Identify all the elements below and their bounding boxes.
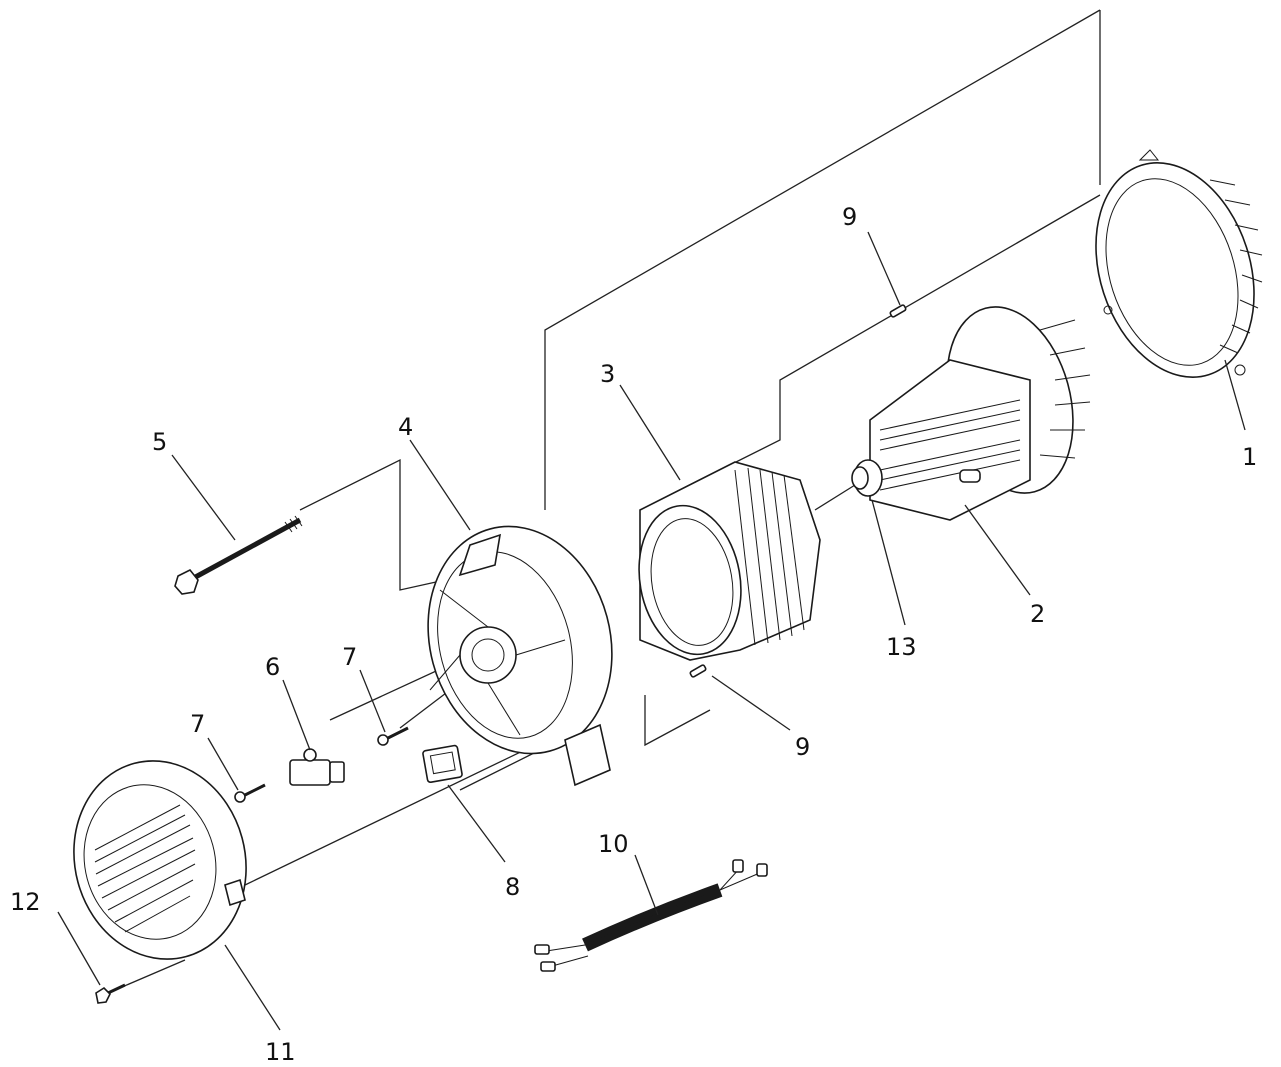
callout-2: 2 (1030, 600, 1045, 628)
part-rotor-fan (869, 306, 1091, 521)
assembly-lines (114, 9, 1101, 991)
callout-10: 10 (598, 830, 629, 858)
part-through-bolt (174, 515, 303, 595)
part-dowel-pins (689, 304, 907, 678)
callout-9b: 9 (795, 733, 810, 761)
part-brush-holder (289, 748, 345, 786)
part-cover-screw (95, 983, 126, 1004)
callout-4: 4 (398, 413, 413, 441)
callout-1: 1 (1242, 443, 1257, 471)
callout-9a: 9 (842, 203, 857, 231)
callout-8: 8 (505, 873, 520, 901)
callout-numbers: 1 2 3 4 5 6 7 7 8 9 9 10 11 12 13 (10, 203, 1257, 1066)
callout-7a: 7 (190, 710, 205, 738)
part-wiring-harness (534, 859, 768, 972)
callout-12: 12 (10, 888, 41, 916)
callout-7b: 7 (342, 643, 357, 671)
part-grille-cover (73, 760, 247, 960)
part-screws (234, 726, 409, 803)
part-stator (638, 461, 821, 661)
callout-6: 6 (265, 653, 280, 681)
callout-5: 5 (152, 428, 167, 456)
leader-lines (57, 231, 1246, 1031)
callout-13: 13 (886, 633, 917, 661)
part-end-housing (1095, 149, 1263, 378)
callout-11: 11 (265, 1038, 296, 1066)
part-slip-ring (851, 459, 883, 497)
part-bracket (422, 744, 463, 784)
part-front-housing (427, 525, 613, 787)
callout-3: 3 (600, 360, 615, 388)
